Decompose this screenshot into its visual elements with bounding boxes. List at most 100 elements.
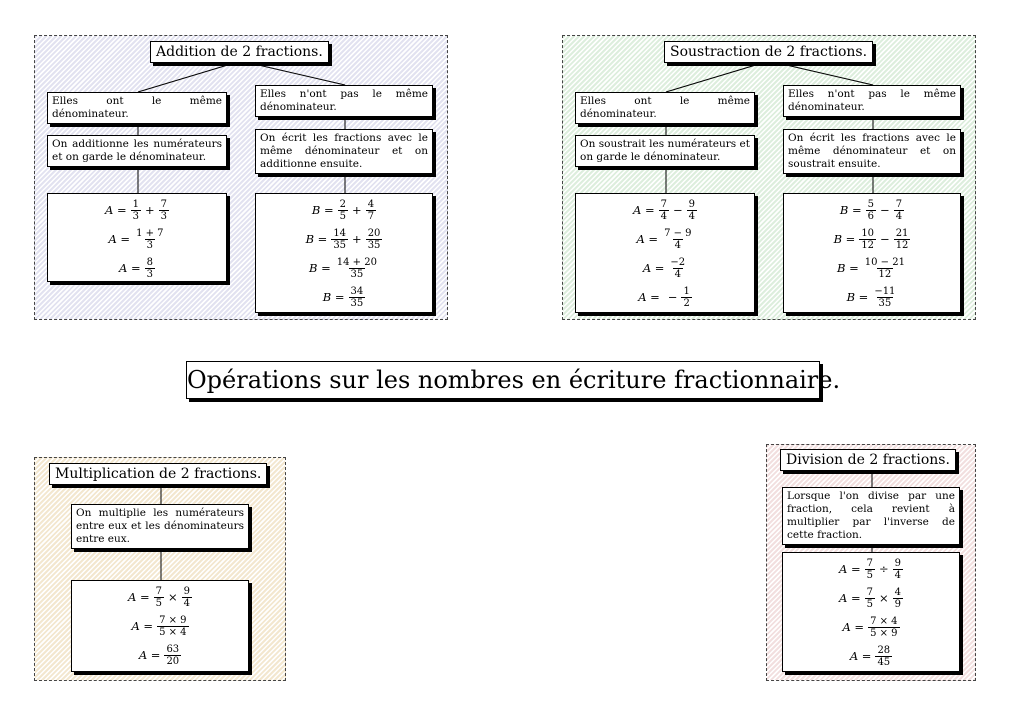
equation-lhs: A = bbox=[636, 232, 659, 246]
numerator: 20 bbox=[367, 228, 381, 239]
subtraction-same-denominator-rule: On soustrait les numérateurs et on garde… bbox=[575, 135, 755, 167]
addition-different-denominator-rule: On écrit les fractions avec le même déno… bbox=[255, 129, 433, 174]
equation-lhs: B = bbox=[311, 203, 334, 217]
denominator: 35 bbox=[331, 239, 349, 251]
denominator: 4 bbox=[686, 210, 697, 222]
addition-panel: Addition de 2 fractions. Elles ont le mê… bbox=[34, 35, 448, 320]
multiplication-title: Multiplication de 2 fractions. bbox=[49, 463, 268, 485]
numerator: 7 bbox=[866, 558, 873, 569]
equation-lhs: A = bbox=[108, 232, 131, 246]
main-title: Opérations sur les nombres en écriture f… bbox=[186, 361, 840, 399]
equation-lhs: A = bbox=[138, 648, 161, 662]
denominator: 9 bbox=[892, 598, 903, 610]
numerator: 8 bbox=[146, 257, 153, 268]
equation-lhs: A = bbox=[642, 261, 665, 275]
numerator: 9 bbox=[183, 586, 190, 597]
addition-same-denominator-label: Elles ont le même dénominateur. bbox=[47, 92, 227, 124]
numerator: 9 bbox=[894, 558, 901, 569]
equation-lhs: A = bbox=[131, 619, 154, 633]
numerator: 1 bbox=[132, 199, 139, 210]
multiplication-panel: Multiplication de 2 fractions. On multip… bbox=[34, 457, 286, 681]
addition-same-denominator-rule: On additionne les numérateurs et on gard… bbox=[47, 135, 227, 167]
subtraction-different-denominator-rule: On écrit les fractions avec le même déno… bbox=[783, 129, 961, 174]
numerator: 7 bbox=[866, 587, 873, 598]
subtraction-different-denominator-label: Elles n'ont pas le même dénominateur. bbox=[783, 85, 961, 117]
denominator: 45 bbox=[875, 656, 893, 668]
operator: − bbox=[667, 290, 678, 304]
numerator: 14 bbox=[333, 228, 347, 239]
multiplication-rule: On multiplie les numérateurs entre eux e… bbox=[71, 504, 249, 549]
operator: × bbox=[878, 591, 889, 605]
denominator: 4 bbox=[672, 268, 683, 280]
subtraction-title: Soustraction de 2 fractions. bbox=[664, 41, 874, 63]
equation-lhs: B = bbox=[322, 290, 345, 304]
division-panel: Division de 2 fractions. Lorsque l'on di… bbox=[766, 444, 976, 681]
equation-lhs: A = bbox=[633, 203, 655, 217]
equation-lhs: B = bbox=[839, 203, 862, 217]
equation-lhs: A = bbox=[119, 261, 141, 275]
denominator: 4 bbox=[181, 597, 192, 609]
addition-different-denominator-label: Elles n'ont pas le même dénominateur. bbox=[255, 85, 433, 117]
denominator: 7 bbox=[365, 210, 377, 222]
denominator: 35 bbox=[348, 297, 366, 309]
numerator: 7 × 4 bbox=[870, 616, 898, 627]
denominator: 12 bbox=[876, 268, 894, 280]
denominator: 4 bbox=[892, 569, 903, 581]
denominator: 12 bbox=[893, 239, 911, 251]
numerator: 7 bbox=[160, 199, 167, 210]
denominator: 6 bbox=[865, 210, 877, 222]
operator: ÷ bbox=[878, 562, 889, 576]
numerator: 7 bbox=[895, 199, 903, 210]
equation-lhs: A = bbox=[849, 649, 872, 663]
numerator: 21 bbox=[895, 228, 909, 239]
numerator: 1 bbox=[683, 286, 690, 297]
numerator: 1 + 7 bbox=[136, 228, 164, 239]
denominator: 20 bbox=[164, 655, 182, 667]
subtraction-same-denominator-label: Elles ont le même dénominateur. bbox=[575, 92, 755, 124]
operator: − bbox=[880, 203, 890, 217]
equation-lhs: B = bbox=[837, 261, 859, 275]
operator: − bbox=[672, 203, 683, 217]
denominator: 5 × 9 bbox=[868, 627, 900, 639]
denominator: 12 bbox=[859, 239, 877, 251]
numerator: 4 bbox=[894, 587, 901, 598]
operator: × bbox=[167, 590, 178, 604]
division-rule: Lorsque l'on divise par une fraction, ce… bbox=[782, 487, 960, 545]
operator: + bbox=[352, 203, 362, 217]
denominator: 5 × 4 bbox=[157, 626, 189, 638]
subtraction-panel: Soustraction de 2 fractions. Elles ont l… bbox=[562, 35, 976, 320]
